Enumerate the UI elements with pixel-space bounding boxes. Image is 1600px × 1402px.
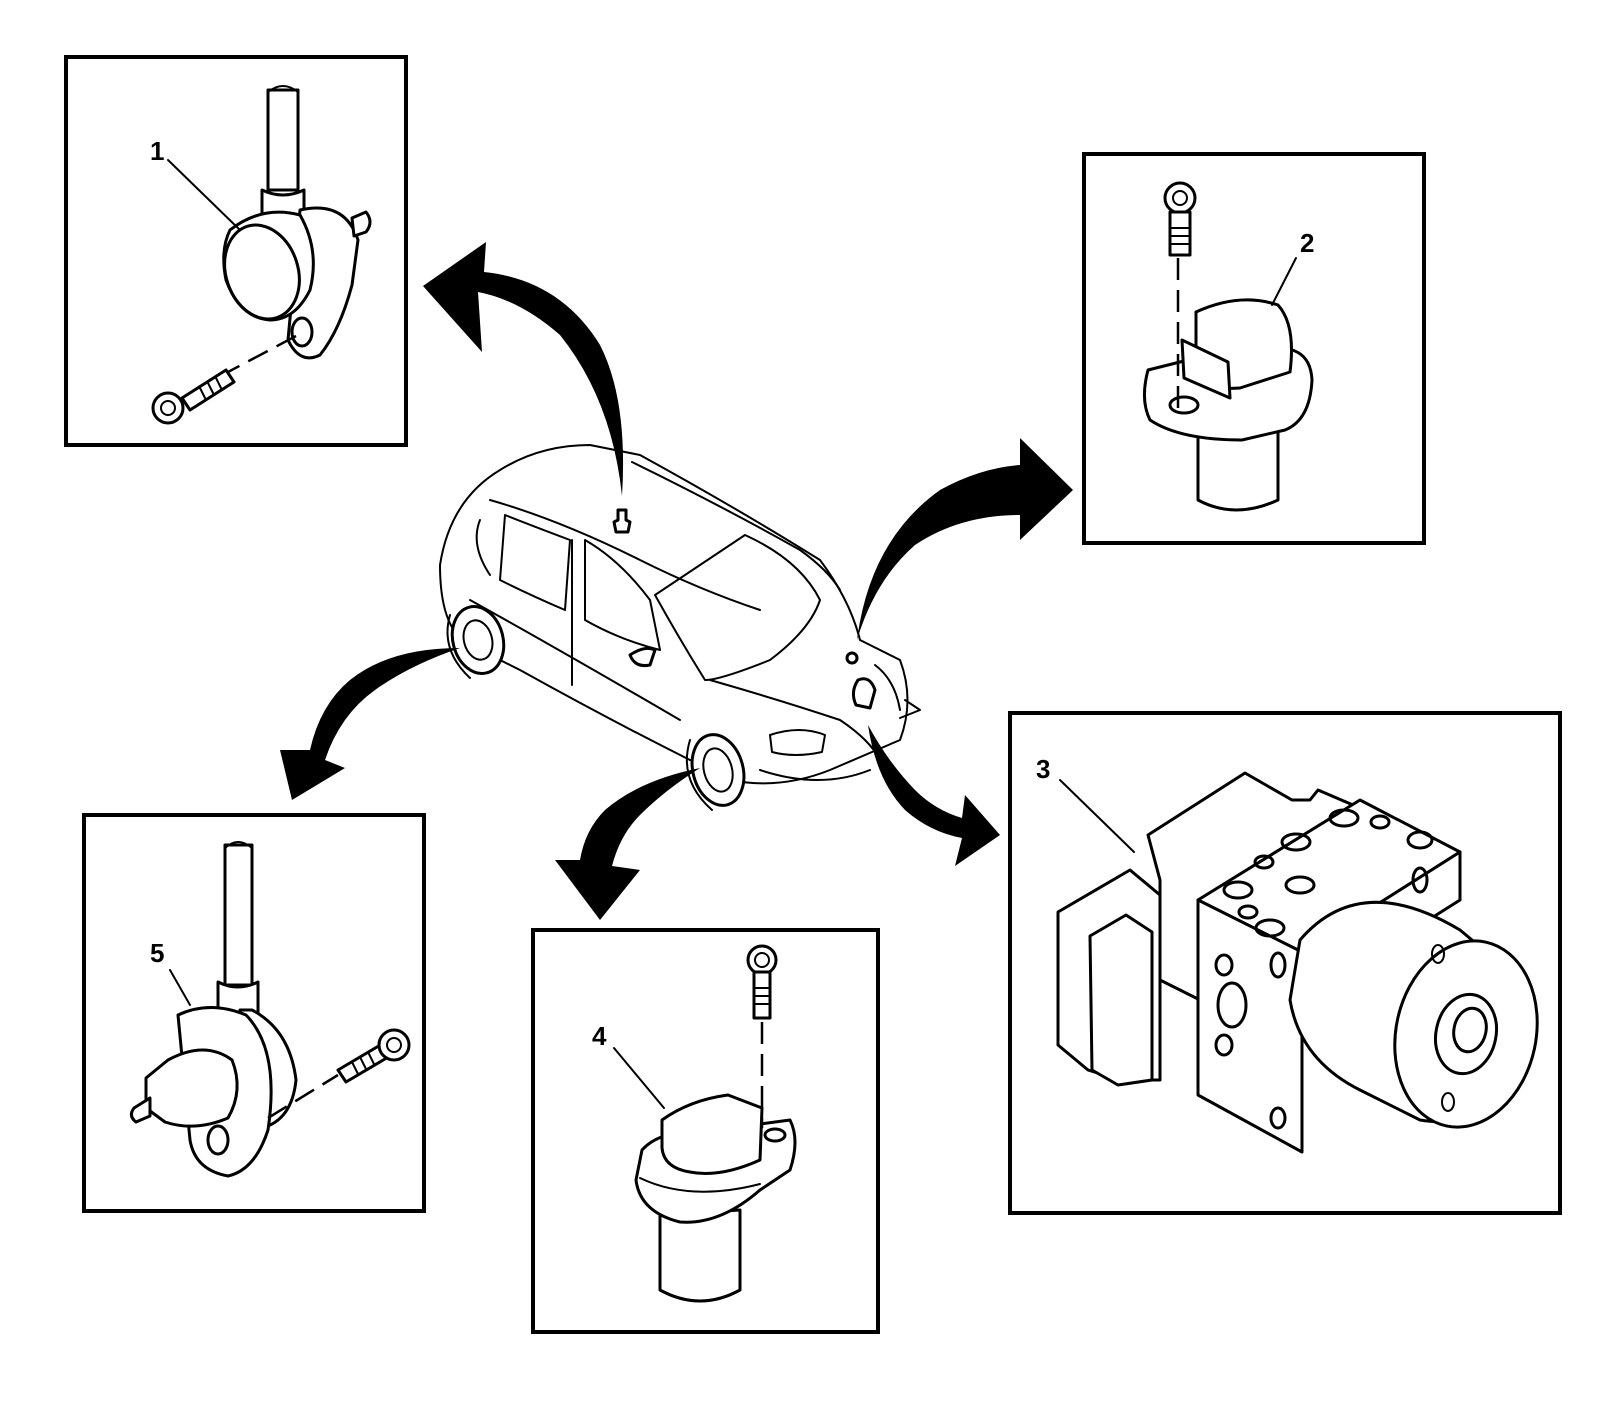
leader-line-5 (169, 969, 191, 1006)
panel-3: 3 (1008, 711, 1562, 1215)
leader-line-2 (1271, 257, 1297, 306)
callout-label-3: 3 (1036, 754, 1050, 784)
callout-label-2: 2 (1300, 228, 1314, 258)
bolt-icon (1163, 181, 1197, 257)
module-location-3 (851, 677, 877, 710)
callout-label-5: 5 (150, 938, 164, 968)
panel-2: 2 (1082, 152, 1426, 545)
bolt-icon (746, 944, 778, 1020)
wheel-speed-sensor-icon (634, 944, 797, 1303)
callout-label-4: 4 (592, 1021, 607, 1051)
bolt-icon (336, 1028, 411, 1084)
leader-line-1 (167, 159, 241, 231)
arrow-to-panel-5 (280, 648, 460, 800)
bolt-icon (151, 368, 236, 425)
panel-5: 5 (82, 813, 426, 1213)
rear-wheel (446, 605, 506, 679)
front-wheel (685, 733, 746, 811)
sensor-with-cable-icon (151, 85, 372, 425)
sensor-location-1 (612, 508, 632, 534)
leader-line-4 (613, 1047, 665, 1109)
sensor-with-cable-icon (129, 841, 411, 1178)
vehicle-illustration (439, 444, 921, 811)
panel-1: 1 (64, 55, 408, 447)
panel-4: 4 (531, 928, 880, 1334)
wheel-speed-sensor-icon (1143, 181, 1314, 512)
arrow-to-panel-4 (555, 768, 700, 920)
arrow-to-panel-2 (857, 438, 1073, 640)
arrow-to-panel-1 (423, 242, 624, 496)
abs-modulator-icon (1056, 771, 1539, 1154)
sensor-location-2 (845, 651, 859, 665)
leader-line-3 (1059, 779, 1135, 853)
arrow-to-panel-3 (868, 725, 1000, 866)
callout-label-1: 1 (150, 136, 164, 166)
